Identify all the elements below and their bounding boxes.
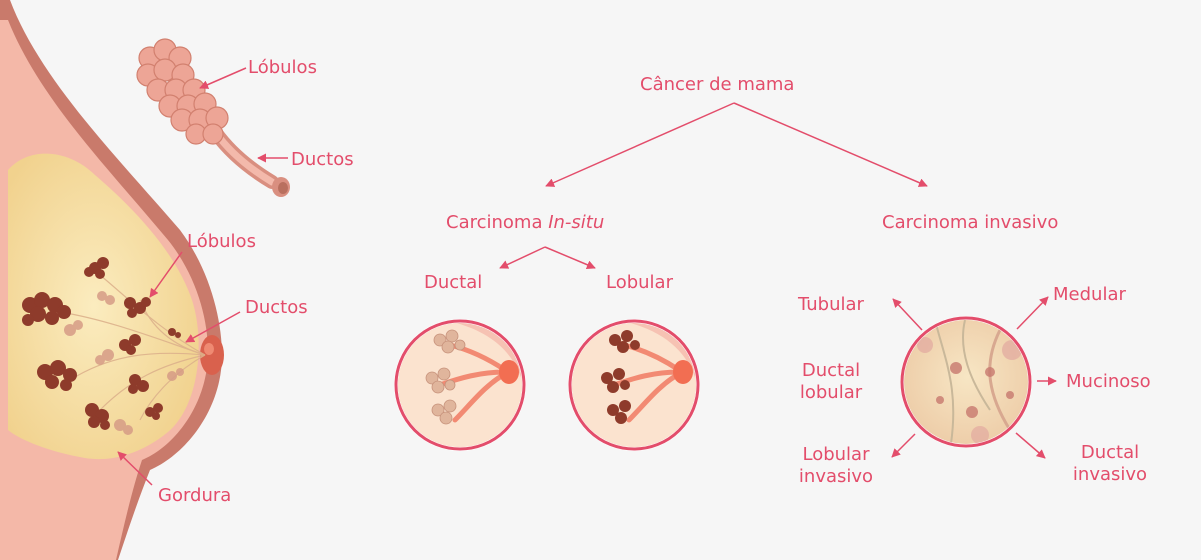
insitu-italic: In-situ — [548, 212, 604, 233]
tree-root-label: Câncer de mama — [640, 74, 794, 96]
label-carcinoma-insitu: Carcinoma In-situ — [446, 212, 604, 234]
label-lobular-invasivo-line1: Lobular — [786, 444, 886, 466]
label-breast-lobulos: Lóbulos — [187, 231, 256, 253]
label-lobular-insitu: Lobular — [606, 272, 673, 294]
insitu-prefix: Carcinoma — [446, 212, 548, 233]
label-carcinoma-invasivo: Carcinoma invasivo — [882, 212, 1058, 234]
label-top-ductos: Ductos — [291, 149, 354, 171]
label-breast-ductos: Ductos — [245, 297, 308, 319]
label-ductal-lobular: Ductal lobular — [786, 360, 876, 404]
label-gordura: Gordura — [158, 485, 231, 507]
label-ductal-invasivo: Ductal invasivo — [1060, 442, 1160, 486]
label-ductal-lobular-line2: lobular — [786, 382, 876, 404]
ductal-insitu-illustration — [390, 315, 530, 455]
lobule-cluster — [137, 39, 228, 144]
label-ductal-lobular-line1: Ductal — [786, 360, 876, 382]
label-mucinoso: Mucinoso — [1066, 371, 1151, 393]
label-tubular: Tubular — [798, 294, 864, 316]
invasive-carcinoma-illustration — [900, 316, 1035, 451]
label-ductal-insitu: Ductal — [424, 272, 482, 294]
label-ductal-invasivo-line2: invasivo — [1060, 464, 1160, 486]
label-top-lobulos: Lóbulos — [248, 57, 317, 79]
lobular-insitu-illustration — [564, 315, 704, 455]
label-lobular-invasivo: Lobular invasivo — [786, 444, 886, 488]
label-ductal-invasivo-line1: Ductal — [1060, 442, 1160, 464]
label-lobular-invasivo-line2: invasivo — [786, 466, 886, 488]
label-medular: Medular — [1053, 284, 1126, 306]
